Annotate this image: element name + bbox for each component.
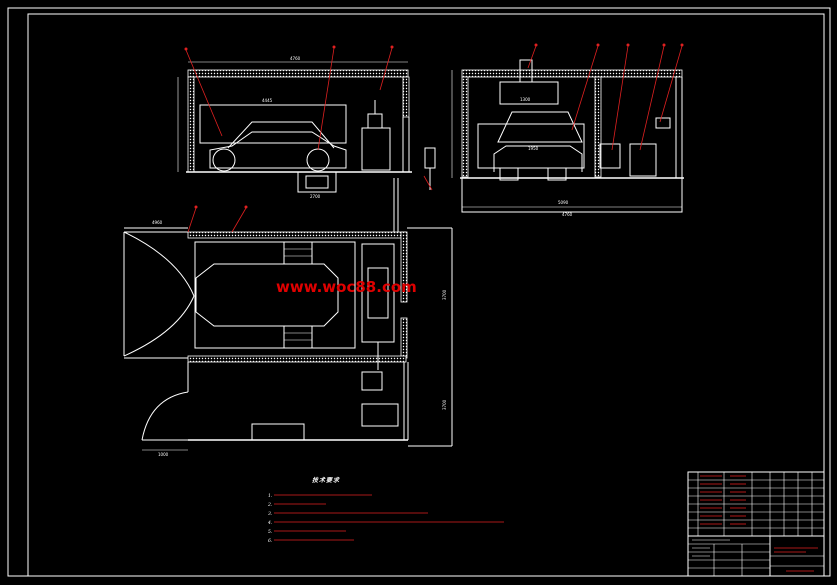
dim-plan-right-low: 3700 xyxy=(442,399,447,410)
dim-side-top: 1950 xyxy=(528,146,539,151)
technical-notes: 技术要求 1. 2. 3. 4. 5. 6. xyxy=(267,476,504,544)
notes-heading: 技术要求 xyxy=(312,476,340,484)
dim-side-bottom2: 4760 xyxy=(562,212,573,217)
note-3: 3. xyxy=(268,511,273,517)
dim-elev-base: 2700 xyxy=(310,194,321,199)
dim-elev-top: 4760 xyxy=(290,56,301,61)
dim-side-mid: 1300 xyxy=(520,97,531,102)
watermark-text: www.woc88.com xyxy=(276,278,417,296)
dim-elev-car: 4445 xyxy=(262,98,273,103)
dim-plan-left: 4960 xyxy=(152,220,163,225)
dim-plan-right: 3700 xyxy=(442,289,447,300)
note-1: 1. xyxy=(268,493,273,499)
side-elevation: 5090 4760 1300 1950 xyxy=(451,43,684,217)
note-2: 2. xyxy=(267,502,273,508)
plan-view: 3700 3700 4960 1000 xyxy=(123,178,453,457)
front-elevation: 4760 4445 2700 xyxy=(177,45,436,199)
drawing-frame xyxy=(7,7,831,577)
note-4: 4. xyxy=(267,520,273,526)
title-block xyxy=(687,471,825,577)
note-6: 6. xyxy=(268,538,273,544)
dim-side-bottom: 5090 xyxy=(558,200,569,205)
dim-plan-bottom: 1000 xyxy=(158,452,169,457)
note-5: 5. xyxy=(268,529,273,535)
